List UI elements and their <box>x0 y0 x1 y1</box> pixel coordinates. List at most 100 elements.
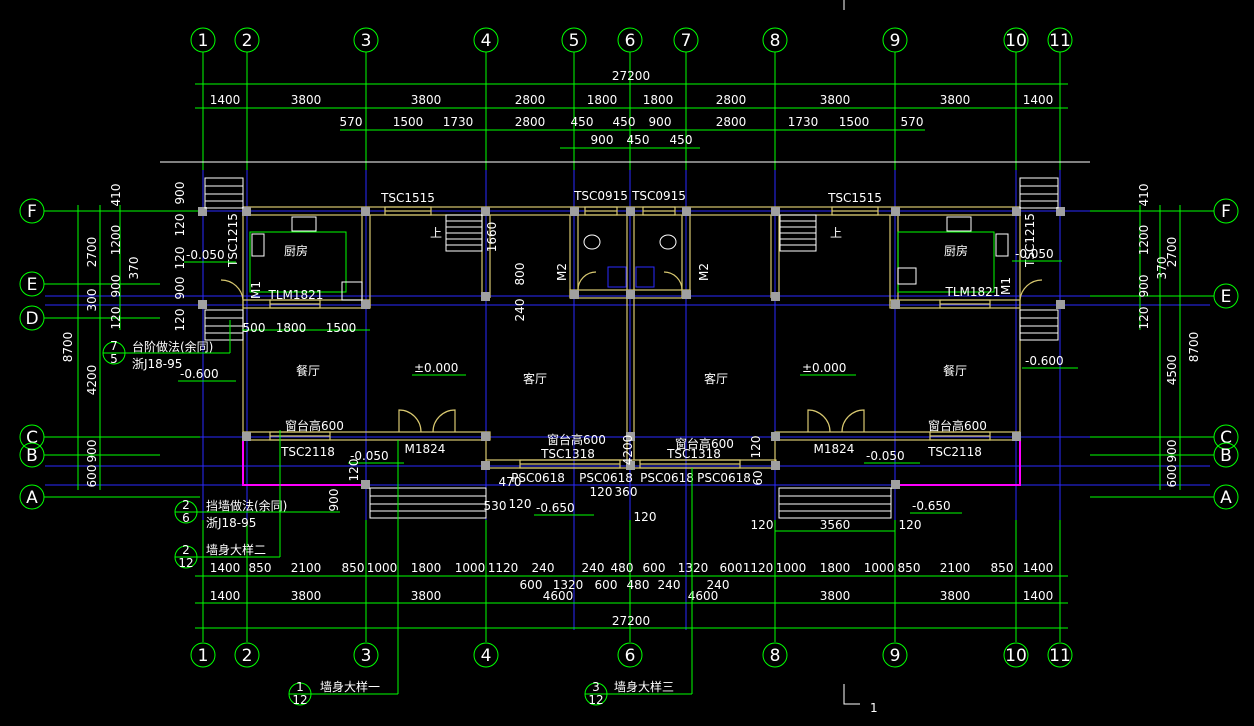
sill-note: 窗台高600 <box>675 436 734 451</box>
dim-total: 27200 <box>612 69 650 83</box>
dim: 850 <box>342 561 365 575</box>
level: -0.050 <box>866 449 905 463</box>
axis-label: 1 <box>198 646 209 666</box>
dim: 1000 <box>776 561 807 575</box>
axis-label: B <box>1220 446 1232 466</box>
window-label: PSC0618 <box>697 471 751 485</box>
dim: 570 <box>901 115 924 129</box>
dim: 900 <box>327 489 341 512</box>
door-label: M2 <box>697 263 711 281</box>
window-label: PSC0618 <box>579 471 633 485</box>
dim: 120 <box>751 518 774 532</box>
dim: 120 <box>1137 307 1151 330</box>
dim: 1730 <box>788 115 819 129</box>
stairs <box>204 177 1059 519</box>
dim: 120 <box>749 436 763 459</box>
room-kitchen: 厨房 <box>944 243 968 258</box>
index-den: 12 <box>588 693 603 707</box>
stair-up: 上 <box>430 226 442 240</box>
index-den: 12 <box>178 556 193 570</box>
axis-label: 11 <box>1049 646 1071 666</box>
right-dimensions: 8700 2700 4500 900 600 410 1200 370 900 … <box>1137 184 1201 490</box>
index-num: 2 <box>182 543 190 557</box>
axis-label: C <box>1220 428 1232 448</box>
dim: 1800 <box>643 93 674 107</box>
axis-label: 5 <box>569 31 580 51</box>
dim: 3800 <box>940 589 971 603</box>
dim: 8700 <box>61 332 75 363</box>
dim: 240 <box>513 299 527 322</box>
dim: 1120 <box>743 561 774 575</box>
dim: 1800 <box>820 561 851 575</box>
dim: 450 <box>571 115 594 129</box>
retaining-walls <box>242 440 1021 486</box>
window-label: TLM1821 <box>945 285 1001 299</box>
axis-label: 1 <box>198 31 209 51</box>
axis-label: B <box>26 446 38 466</box>
level: -0.050 <box>350 449 389 463</box>
axis-label: 8 <box>770 646 781 666</box>
dim: 600 <box>520 578 543 592</box>
index-num: 7 <box>110 339 118 353</box>
level: -0.650 <box>536 501 575 515</box>
window-label: PSC0618 <box>640 471 694 485</box>
dim: 900 <box>109 275 123 298</box>
dim: 2800 <box>515 93 546 107</box>
dim: 3800 <box>820 589 851 603</box>
dim: 900 <box>173 182 187 205</box>
dim: 120 <box>509 497 532 511</box>
dim: 1800 <box>276 321 307 335</box>
dim: 500 <box>243 321 266 335</box>
axis-label: 2 <box>242 31 253 51</box>
dim: 570 <box>340 115 363 129</box>
dim: 3800 <box>291 93 322 107</box>
dim: 1800 <box>411 561 442 575</box>
window-symbols <box>269 206 991 469</box>
dim: 1000 <box>455 561 486 575</box>
dim: 300 <box>85 289 99 312</box>
dim: 1400 <box>1023 589 1054 603</box>
dim: 2700 <box>85 237 99 268</box>
axis-label: 6 <box>625 646 636 666</box>
window-label: TSC1318 <box>540 447 595 461</box>
dim: 480 <box>627 578 650 592</box>
axis-label: 7 <box>681 31 692 51</box>
dim: 370 <box>1155 257 1169 280</box>
doors <box>220 271 1043 433</box>
axis-label: D <box>25 309 38 329</box>
top-dimensions: 27200 1400 3800 3800 2800 1800 1800 2800… <box>160 69 1090 163</box>
bottom-dimensions: 1400 850 2100 850 1000 1800 1000 1120 24… <box>195 561 1068 629</box>
index-num: 3 <box>592 680 600 694</box>
sill-note: 窗台高600 <box>285 418 344 433</box>
axis-label: E <box>1221 287 1232 307</box>
dim: 120 <box>109 307 123 330</box>
room-living: 客厅 <box>523 371 547 386</box>
axis-label: 10 <box>1005 31 1027 51</box>
level: -0.600 <box>180 367 219 381</box>
misc-dimensions: 120 900 120 1660 800 240 1500 500 1800 1… <box>173 222 921 532</box>
axis-label: 3 <box>361 31 372 51</box>
axis-label: 10 <box>1005 646 1027 666</box>
dim: 1320 <box>553 578 584 592</box>
section-mark: 1 <box>870 701 878 715</box>
axis-label: 11 <box>1049 31 1071 51</box>
dim: 600 <box>85 465 99 488</box>
dim: 120 <box>173 247 187 270</box>
door-label: M1824 <box>405 442 446 456</box>
dim: 600 <box>595 578 618 592</box>
axis-label: F <box>1221 202 1231 222</box>
dim: 1000 <box>864 561 895 575</box>
index-den: 5 <box>110 352 118 366</box>
dim: 240 <box>707 578 730 592</box>
dim: 600 <box>1165 465 1179 488</box>
dim: 3800 <box>291 589 322 603</box>
dim: 4500 <box>1165 355 1179 386</box>
room-dining: 餐厅 <box>943 363 967 378</box>
dim: 3560 <box>820 518 851 532</box>
dim: 1000 <box>367 561 398 575</box>
level: -0.050 <box>186 248 225 262</box>
dim: 410 <box>1137 184 1151 207</box>
dim: 1660 <box>485 222 499 253</box>
axis-label: 9 <box>890 646 901 666</box>
dim: 900 <box>1137 275 1151 298</box>
